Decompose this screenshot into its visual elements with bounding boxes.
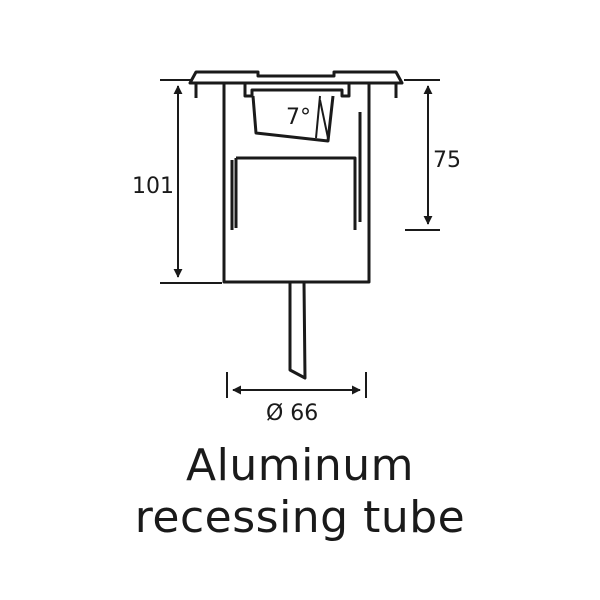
height-total-label: 101 bbox=[132, 174, 174, 199]
angle-label: 7° bbox=[286, 105, 311, 130]
pivot-housing bbox=[243, 83, 351, 98]
caption-line-2: recessing tube bbox=[134, 492, 466, 543]
diameter-label: Ø 66 bbox=[266, 401, 318, 426]
tilt-indicator bbox=[315, 95, 329, 139]
dimension-diameter bbox=[226, 372, 367, 398]
recessing-tube-outline bbox=[188, 70, 404, 380]
inner-wall-left-2 bbox=[236, 156, 357, 230]
tilted-lamp bbox=[251, 95, 335, 143]
cable bbox=[288, 281, 307, 380]
dimension-height-inner bbox=[404, 79, 440, 231]
outer-tube bbox=[222, 83, 371, 284]
caption-line-1: Aluminum bbox=[186, 440, 414, 491]
dimension-height-total bbox=[160, 79, 222, 284]
top-flange bbox=[188, 70, 404, 85]
height-inner-label: 75 bbox=[433, 148, 461, 173]
